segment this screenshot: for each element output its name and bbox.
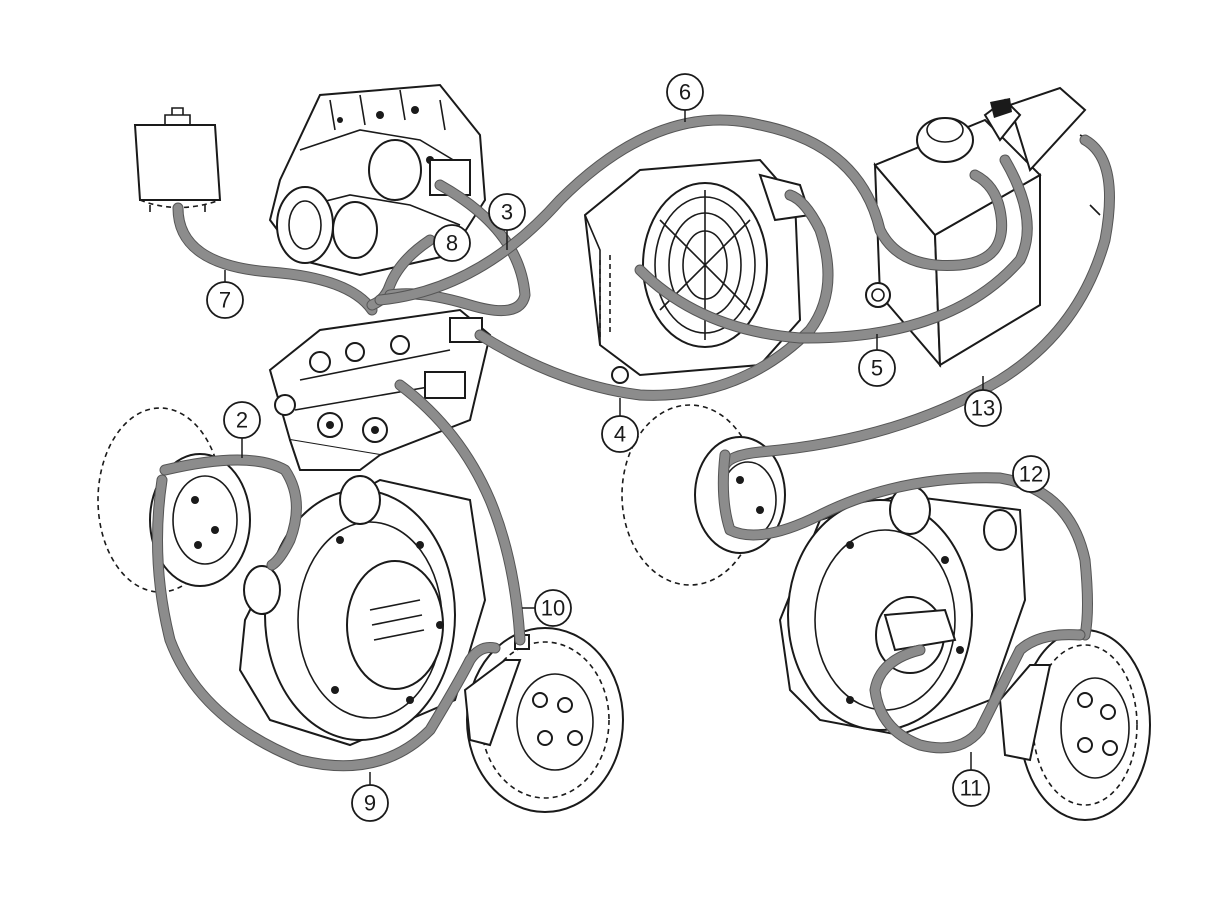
callout-13-label: 13 bbox=[971, 396, 995, 421]
hydraulic-tank bbox=[865, 86, 1101, 368]
left-wheel-motor bbox=[463, 627, 624, 813]
callout-12-label: 12 bbox=[1019, 462, 1043, 487]
callout-5-label: 5 bbox=[871, 356, 883, 381]
callout-10-label: 10 bbox=[541, 596, 565, 621]
callout-11-label: 11 bbox=[960, 776, 983, 801]
right-final-drive-lower bbox=[778, 485, 1027, 737]
right-final-drive-upper bbox=[621, 404, 786, 586]
callout-3-label: 3 bbox=[501, 200, 513, 225]
callout-2-label: 2 bbox=[236, 408, 248, 433]
hoses bbox=[152, 114, 1115, 772]
callout-2: 2 bbox=[223, 401, 261, 439]
callout-9: 9 bbox=[351, 784, 389, 822]
pump-assembly bbox=[268, 83, 487, 277]
callout-8: 8 bbox=[433, 224, 471, 262]
callout-4: 4 bbox=[601, 415, 639, 453]
filter-housing bbox=[133, 107, 222, 212]
callout-13: 13 bbox=[964, 389, 1002, 427]
callout-7-label: 7 bbox=[219, 288, 231, 313]
callout-4-label: 4 bbox=[614, 422, 626, 447]
callout-7: 7 bbox=[206, 281, 244, 319]
callout-6-label: 6 bbox=[679, 80, 691, 105]
left-final-drive bbox=[97, 407, 487, 747]
callout-8-label: 8 bbox=[446, 231, 458, 256]
oil-cooler bbox=[583, 158, 812, 384]
callout-6: 6 bbox=[666, 73, 704, 111]
callout-3: 3 bbox=[488, 193, 526, 231]
callout-11: 11 bbox=[952, 769, 990, 807]
callout-12: 12 bbox=[1012, 455, 1050, 493]
callout-5: 5 bbox=[858, 349, 896, 387]
callout-9-label: 9 bbox=[364, 791, 376, 816]
right-wheel-motor bbox=[998, 629, 1151, 821]
callout-10: 10 bbox=[534, 589, 572, 627]
